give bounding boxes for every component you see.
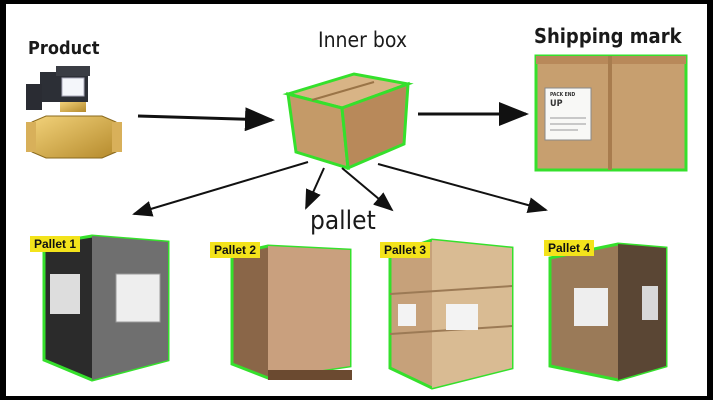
arrow-to-pallet-3 [341,167,394,212]
pallet-4-tag: Pallet 4 [544,240,595,256]
pallet-2-image [230,244,352,380]
pallet-1-tag: Pallet 1 [30,236,81,252]
shipping-carton-image [534,54,688,172]
pallet-3-tag: Pallet 3 [380,242,431,258]
shipping-mark-label: Shipping mark [534,24,682,48]
pallet-4-image [548,242,668,382]
carton-label-line1: PACK END [550,92,576,98]
diagram-graphics [26,54,688,390]
arrow-to-pallet-2 [305,167,325,210]
pallet-3-image [388,238,514,390]
pallet-2-tag: Pallet 2 [210,242,261,258]
pallet-label: pallet [310,206,376,236]
packaging-flow-diagram: Product Inner box Shipping mark pallet P… [6,4,707,396]
arrow-product-to-innerbox [137,107,275,132]
product-label: Product [28,38,100,59]
carton-label-line2: UP [550,99,563,109]
pallet-1-image [42,234,170,382]
inner-box-image [282,72,414,171]
arrow-to-pallet-4 [377,163,548,213]
arrow-to-pallet-1 [132,161,309,217]
inner-box-label: Inner box [318,28,407,52]
solenoid-valve-image [26,66,122,159]
